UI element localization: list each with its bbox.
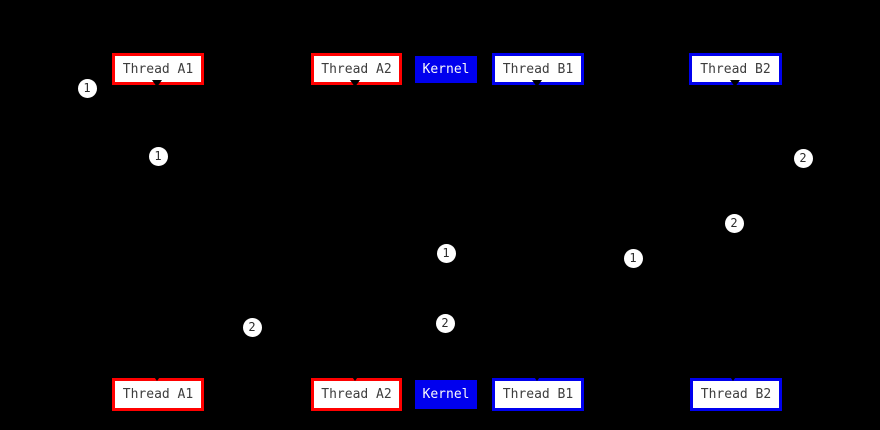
step-marker-label: 1 [442, 246, 450, 260]
kernel-bottom-box: Kernel [415, 380, 477, 409]
arrowhead-icon [728, 374, 738, 381]
step-marker: 2 [242, 317, 262, 337]
box-label: Kernel [422, 62, 470, 77]
step-marker-label: 2 [799, 151, 807, 165]
arrowhead-icon [350, 374, 360, 381]
step-marker-label: 1 [629, 251, 637, 265]
box-label: Thread B2 [700, 61, 771, 77]
box-label: Thread A2 [321, 61, 392, 77]
step-marker: 1 [436, 243, 456, 263]
kernel-top-box: Kernel [415, 56, 477, 83]
box-label: Thread B2 [700, 387, 772, 402]
step-marker: 1 [623, 248, 643, 268]
box-label: Thread A2 [321, 387, 392, 402]
arrowhead-icon [532, 80, 542, 87]
thread-a1-top-box: Thread A1 [112, 53, 204, 85]
thread-b1-bottom-box: Thread B1 [492, 378, 584, 411]
step-marker: 2 [793, 148, 813, 168]
step-marker-label: 2 [730, 216, 738, 230]
box-label: Thread B1 [502, 387, 574, 402]
arrowhead-icon [532, 374, 542, 381]
box-label: Thread A1 [122, 387, 194, 402]
arrowhead-icon [730, 80, 740, 87]
box-label: Thread A1 [122, 61, 194, 77]
box-label: Kernel [422, 387, 470, 402]
arrowhead-icon [152, 80, 162, 87]
step-marker: 2 [724, 213, 744, 233]
thread-a2-bottom-box: Thread A2 [311, 378, 402, 411]
thread-a1-bottom-box: Thread A1 [112, 378, 204, 411]
step-marker: 2 [435, 313, 455, 333]
step-marker-label: 1 [154, 149, 162, 163]
thread-b2-bottom-box: Thread B2 [690, 378, 782, 411]
thread-b1-top-box: Thread B1 [492, 53, 584, 85]
step-marker-label: 2 [441, 316, 449, 330]
step-marker-label: 2 [248, 320, 256, 334]
step-marker: 1 [148, 146, 168, 166]
box-label: Thread B1 [502, 61, 574, 77]
arrowhead-icon [350, 80, 360, 87]
step-marker: 1 [77, 78, 97, 98]
arrowhead-icon [152, 374, 162, 381]
step-marker-label: 1 [83, 81, 91, 95]
